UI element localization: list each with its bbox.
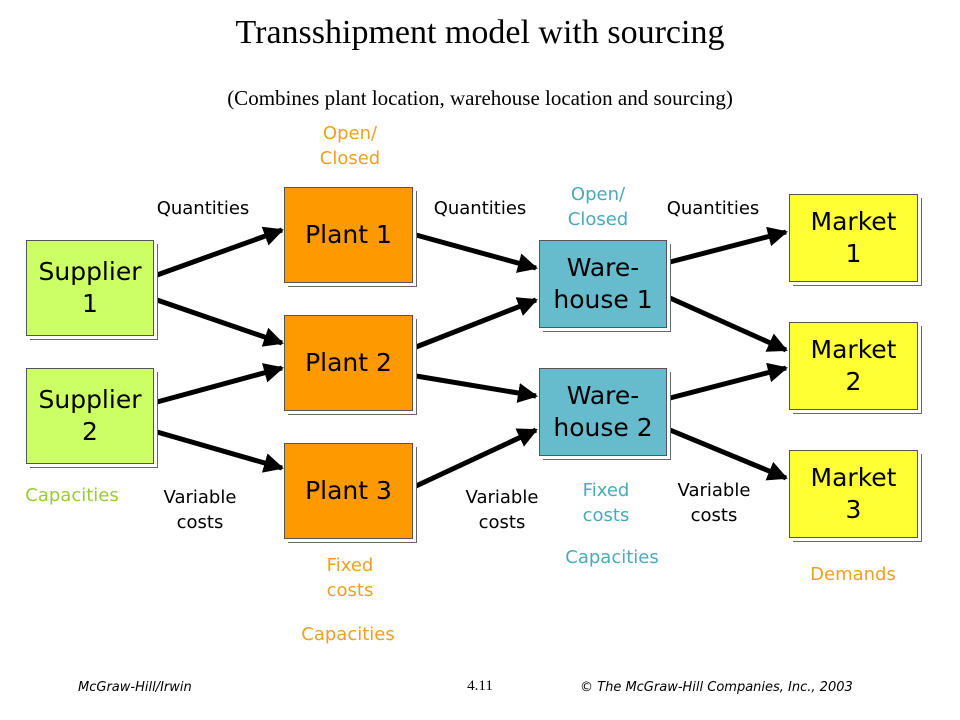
quantities-label-plants: Quantities (433, 198, 527, 219)
variable-costs-label-warehouses: Variable costs (677, 480, 751, 526)
warehouse-open-closed-label: Open/ Closed (567, 184, 629, 230)
page-number: 4.11 (467, 678, 493, 694)
arrow-plant2-warehouse1 (415, 297, 538, 350)
market-1-box: Market 1 (789, 194, 918, 282)
footer-copyright: © The McGraw-Hill Companies, Inc., 2003 (580, 680, 853, 695)
variable-costs-label-plants: Variable costs (465, 487, 539, 533)
plant-fixed-costs-label: Fixed costs (326, 555, 374, 601)
arrow-warehouse1-market2 (668, 295, 788, 353)
plant-3-box: Plant 3 (284, 443, 413, 539)
arrow-supplier2-plant2 (156, 363, 284, 405)
warehouse-2-box: Ware- house 2 (539, 368, 667, 456)
arrow-warehouse2-market3 (669, 427, 788, 481)
warehouse-capacities-label: Capacities (565, 547, 659, 568)
variable-costs-label-suppliers: Variable costs (163, 487, 237, 533)
arrow-warehouse1-market1 (669, 226, 788, 265)
plant-1-box: Plant 1 (284, 187, 413, 283)
supplier-capacities-label: Capacities (25, 485, 119, 506)
plant-capacities-label: Capacities (301, 624, 395, 645)
supplier-1-box: Supplier 1 (26, 240, 154, 336)
slide-subtitle: (Combines plant location, warehouse loca… (227, 86, 733, 110)
market-2-box: Market 2 (789, 322, 918, 410)
arrow-plant1-warehouse1 (415, 232, 538, 273)
arrow-supplier2-plant3 (156, 429, 284, 473)
arrow-supplier1-plant1 (156, 226, 284, 278)
market-demands-label: Demands (810, 564, 896, 585)
arrow-supplier1-plant2 (156, 297, 284, 347)
supplier-2-box: Supplier 2 (26, 368, 154, 464)
warehouse-1-box: Ware- house 1 (539, 240, 667, 328)
market-3-box: Market 3 (789, 450, 918, 538)
arrow-plant2-warehouse2 (415, 373, 538, 403)
plant-open-closed-label: Open/ Closed (319, 123, 381, 169)
quantities-label-suppliers: Quantities (156, 198, 250, 219)
plant-2-box: Plant 2 (284, 315, 413, 411)
arrow-plant3-warehouse2 (414, 427, 538, 489)
quantities-label-warehouses: Quantities (666, 198, 760, 219)
footer-publisher: McGraw-Hill/Irwin (78, 680, 192, 695)
slide-title: Transshipment model with sourcing (235, 14, 725, 51)
arrow-warehouse2-market2 (669, 362, 788, 401)
warehouse-fixed-costs-label: Fixed costs (582, 480, 630, 526)
